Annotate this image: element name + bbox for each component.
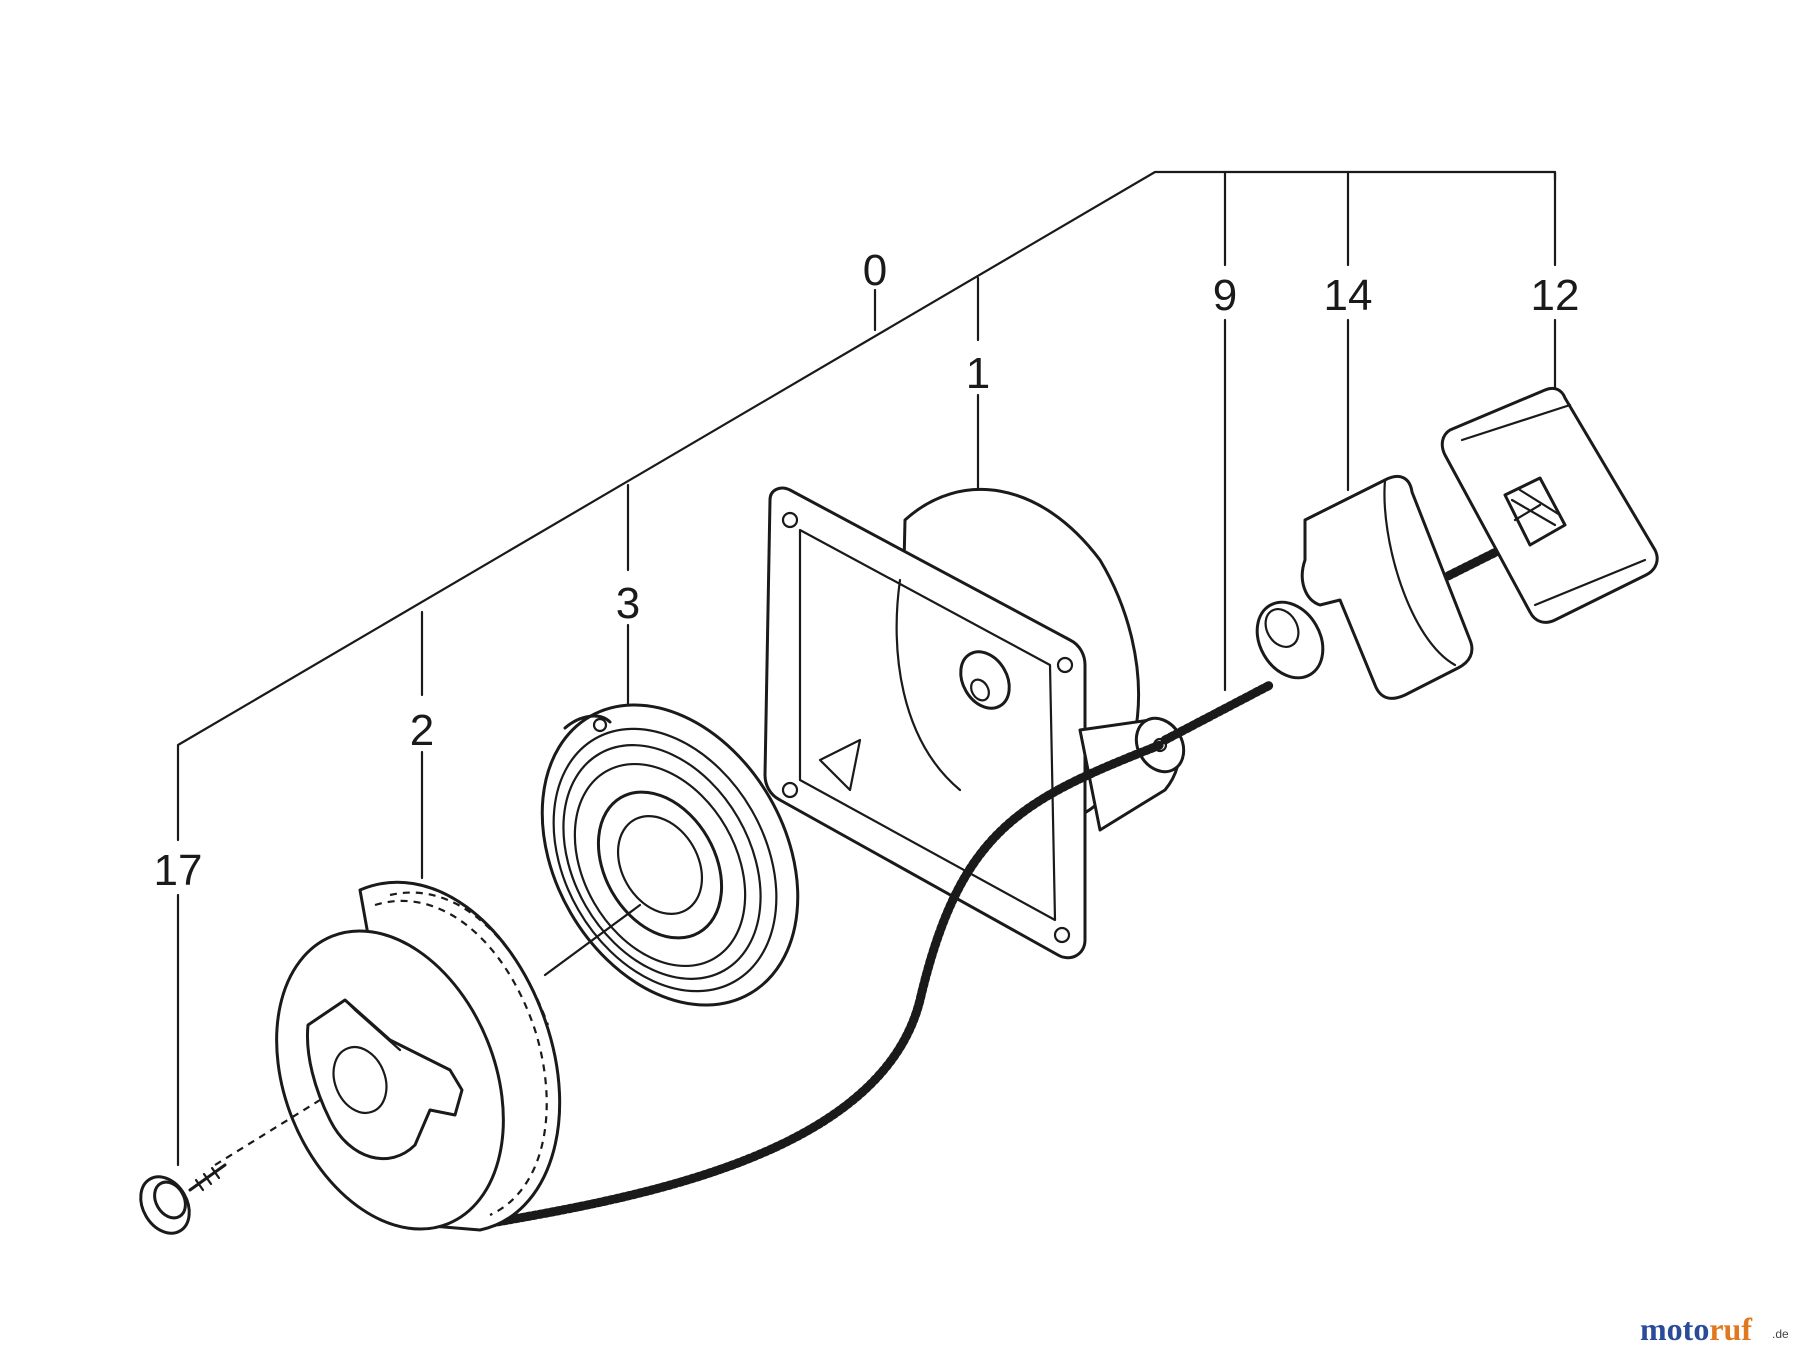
label-part-0: 0 <box>863 246 887 295</box>
watermark-part1: moto <box>1640 1311 1709 1347</box>
watermark-logo: motoruf .de <box>1640 1311 1789 1347</box>
spring-coil-2 <box>562 744 762 980</box>
housing-pawl <box>818 738 862 792</box>
spring-hook-eye <box>592 717 608 733</box>
flange-hole-tr <box>1056 656 1074 674</box>
rope-lower <box>475 740 1165 1230</box>
reel-rope-wrap-2 <box>389 891 550 1026</box>
rope-reel <box>275 880 562 1232</box>
axis-reel-to-spring <box>543 903 642 977</box>
spring-coil-3 <box>573 762 747 968</box>
label-part-2: 2 <box>410 706 434 755</box>
housing-flange-inner <box>798 528 1057 922</box>
starter-housing <box>763 486 1186 960</box>
spring-hook <box>563 714 612 730</box>
label-part-3: 3 <box>616 579 640 628</box>
screw-head <box>153 1180 187 1220</box>
reel-center-hole <box>332 1046 388 1114</box>
watermark-suffix: .de <box>1772 1327 1789 1341</box>
spring-inner-case <box>596 790 724 940</box>
handle-grip <box>1440 386 1659 624</box>
housing-flange-outer <box>763 486 1087 960</box>
grip-knot <box>1510 488 1562 527</box>
rope-upper <box>1160 680 1275 745</box>
watermark-text: motoruf <box>1640 1311 1752 1347</box>
reel-rope-wrap-1 <box>374 899 548 1217</box>
spring-hub <box>616 815 704 915</box>
label-part-1: 1 <box>966 349 990 398</box>
flange-hole-tl <box>781 511 799 529</box>
reel-hub-edge <box>343 998 402 1052</box>
handle-ferrule-inner <box>1264 608 1300 648</box>
label-part-17: 17 <box>154 846 203 895</box>
grip-bottom-ridge <box>1533 558 1647 607</box>
label-part-14: 14 <box>1324 271 1373 320</box>
flange-hole-br <box>1053 926 1071 944</box>
handle-insert <box>1255 475 1474 700</box>
handle-insert-body <box>1300 475 1474 700</box>
grip-body <box>1440 386 1659 624</box>
watermark-part2: ruf <box>1709 1311 1752 1347</box>
label-part-9: 9 <box>1213 271 1237 320</box>
housing-post-hole <box>970 678 990 702</box>
leader-lines <box>176 170 1557 1167</box>
handle-insert-edge <box>1383 478 1457 667</box>
handle-ferrule <box>1255 600 1325 680</box>
label-part-12: 12 <box>1531 271 1580 320</box>
grip-top-ridge <box>1460 403 1572 442</box>
housing-inner-curve <box>895 578 962 792</box>
grip-knot-recess <box>1503 476 1567 547</box>
screw <box>139 1163 227 1235</box>
part-labels: 0 1 2 3 9 14 12 17 <box>154 246 1580 895</box>
spring-coil-1 <box>552 727 778 993</box>
screw-thread <box>194 1166 221 1192</box>
flange-hole-bl <box>781 781 799 799</box>
